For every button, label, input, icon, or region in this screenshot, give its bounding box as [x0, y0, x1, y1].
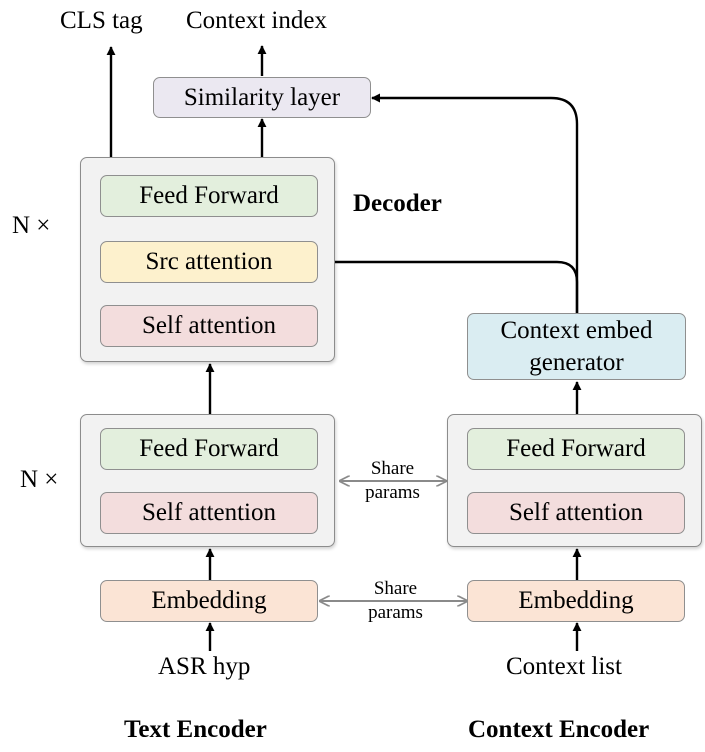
arrow-context-embed-to-similarity	[371, 93, 579, 313]
context-self-attention-label: Self attention	[509, 499, 643, 527]
decoder-n-times-label: N ×	[12, 212, 51, 239]
share-params-embedding-line2: params	[368, 601, 423, 623]
text-feed-forward-label: Feed Forward	[139, 435, 279, 463]
context-self-attention-block: Self attention	[467, 492, 685, 534]
src-attention-label: Src attention	[145, 248, 273, 276]
similarity-layer-block: Similarity layer	[153, 77, 371, 118]
text-encoder-title: Text Encoder	[124, 716, 267, 743]
share-params-encoder-label: Share params	[345, 457, 440, 505]
asr-hyp-label: ASR hyp	[158, 653, 251, 680]
decoder-self-attention-block: Self attention	[100, 305, 318, 347]
share-params-embedding-line1: Share	[373, 578, 418, 599]
context-embedding-block: Embedding	[467, 580, 685, 622]
share-params-encoder-line1: Share	[370, 458, 415, 479]
context-encoder-title: Context Encoder	[468, 716, 650, 743]
decoder-feed-forward-label: Feed Forward	[139, 182, 279, 210]
text-feed-forward-block: Feed Forward	[100, 428, 318, 470]
text-self-attention-block: Self attention	[100, 492, 318, 534]
src-attention-block: Src attention	[100, 241, 318, 283]
context-embedding-label: Embedding	[518, 587, 634, 615]
context-feed-forward-label: Feed Forward	[506, 435, 646, 463]
similarity-layer-label: Similarity layer	[183, 83, 341, 111]
share-params-embedding-label: Share params	[348, 577, 443, 625]
context-embed-generator-line1: Context embed	[500, 317, 653, 345]
decoder-feed-forward-block: Feed Forward	[100, 175, 318, 217]
encoder-n-times-label: N ×	[20, 466, 59, 493]
context-list-label: Context list	[506, 653, 622, 680]
context-index-label: Context index	[186, 7, 327, 34]
decoder-title: Decoder	[353, 190, 442, 217]
context-embed-generator-line2: generator	[529, 348, 624, 376]
context-embed-generator-block: Context embed generator	[467, 313, 686, 380]
arrow-context-embed-to-src-attention	[319, 257, 579, 313]
text-embedding-label: Embedding	[151, 587, 267, 615]
text-self-attention-label: Self attention	[142, 499, 276, 527]
text-embedding-block: Embedding	[100, 580, 318, 622]
share-params-encoder-line2: params	[365, 481, 420, 503]
cls-tag-label: CLS tag	[60, 7, 143, 34]
decoder-self-attention-label: Self attention	[142, 312, 276, 340]
context-feed-forward-block: Feed Forward	[467, 428, 685, 470]
